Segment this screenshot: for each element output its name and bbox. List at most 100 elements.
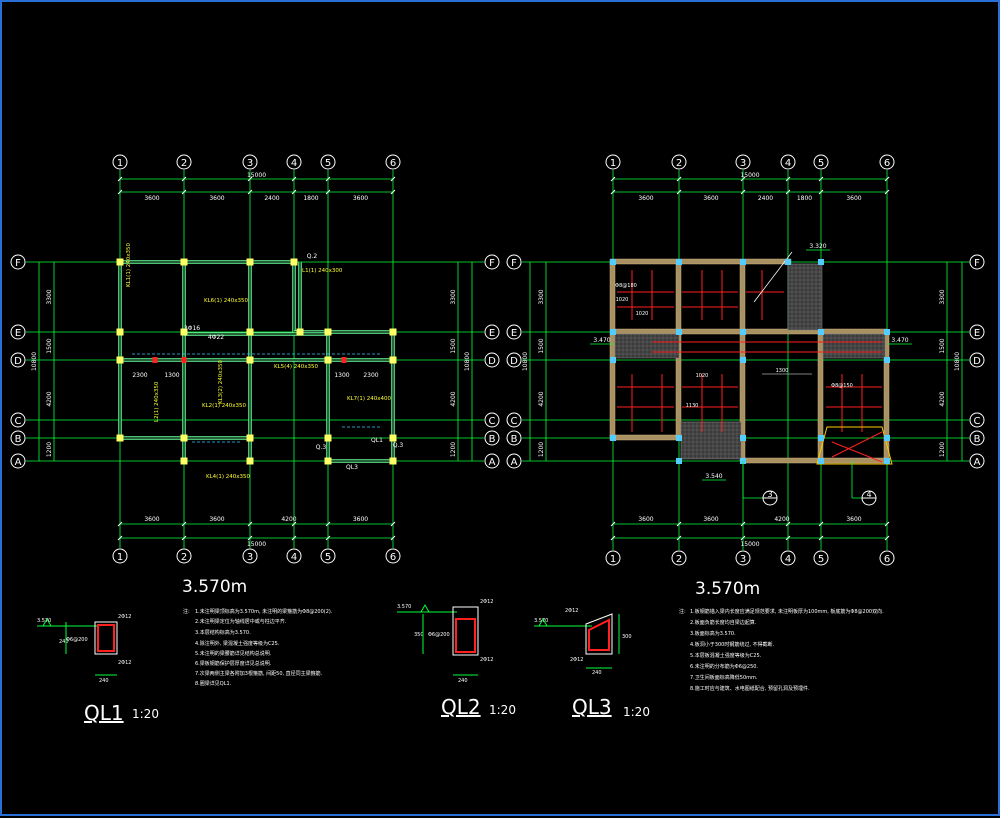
dim-side-right: 1500 [538, 338, 545, 353]
grid-bubble-label-left: F [489, 258, 495, 269]
slab-mesh [680, 421, 742, 460]
dim-side-total-left: 10800 [464, 352, 471, 371]
grid-bubble-label-right: 2 [676, 554, 682, 565]
ql3-level: 3.570 [534, 618, 548, 624]
slab-label: 1300 [776, 368, 789, 374]
beam-tag: KL3(2) 240x350 [218, 360, 224, 404]
column [740, 329, 746, 335]
column [116, 328, 124, 336]
notes-right-line-2: 2.板面负筋长度均自梁边起算. [690, 619, 757, 626]
dim-tick-left [247, 189, 253, 195]
dim-bottom-total-right: 15000 [740, 541, 759, 548]
level-mark: 3.540 [705, 473, 722, 480]
dim-bottom-left: 3600 [353, 516, 368, 523]
grid-bubble-label-right: 5 [818, 554, 824, 565]
plan-right-level: 3.570m [695, 579, 760, 599]
grid-bubble-left [10, 453, 26, 469]
slab-mesh-rect [787, 263, 823, 331]
ql1-bottom: 2Φ12 [118, 660, 131, 666]
grid-bubble-left [385, 548, 401, 564]
dim-bottom-right: 3600 [846, 516, 861, 523]
grid-bubble-left [484, 352, 500, 368]
grid-bubble-left [176, 154, 192, 170]
column [610, 357, 616, 363]
section-ql1: 3.570 2Φ12 2Φ12 Φ6@200 240 240 QL1 1:20 [37, 614, 159, 725]
section-ql3: 3.570 2Φ12 2Φ12 300 240 QL3 1:20 [534, 608, 650, 719]
ql3-w: 240 [592, 670, 602, 676]
ql1-h: 240 [59, 639, 69, 645]
grid-bubble-left [320, 548, 336, 564]
dim-tick-left [181, 176, 187, 182]
column [884, 357, 890, 363]
column [740, 435, 746, 441]
dim-tick-right [884, 189, 890, 195]
stair-rebar [831, 441, 883, 463]
column [740, 357, 746, 363]
column [676, 435, 682, 441]
ql2-bottom: 2Φ12 [480, 657, 493, 663]
notes-right-line-7: 7.卫生间板面标高降低50mm. [690, 674, 758, 681]
notes-right-line-6: 6.未注明的分布筋为Φ6@250. [690, 663, 758, 670]
dim-side-left: 1500 [46, 338, 53, 353]
grid-bubble-label-left: E [15, 328, 21, 339]
grid-bubble-label-left: A [489, 457, 496, 468]
grid-bubble-label-left: 6 [390, 552, 396, 563]
grid-bubble-right [969, 352, 985, 368]
column [676, 329, 682, 335]
hatched-wall [612, 328, 888, 335]
grid-bubble-label-right: A [974, 457, 981, 468]
column [389, 434, 397, 442]
hatched-wall [817, 331, 824, 462]
column [676, 259, 682, 265]
grid-bubble-label-left: E [489, 328, 495, 339]
grid-bubble-right [969, 254, 985, 270]
dim-side-left: 4200 [450, 391, 457, 406]
beam-tag: KL1(1) 240x350 [126, 243, 132, 287]
grid-bubble-label-right: 3 [740, 554, 746, 565]
dim-tick-left [181, 189, 187, 195]
stair-rebar [831, 431, 883, 458]
grid-bubble-right [969, 453, 985, 469]
dim-side-left: 1200 [450, 442, 457, 457]
column [246, 258, 254, 266]
grid-bubble-label-right: E [511, 328, 517, 339]
dim-side-left: 4200 [46, 391, 53, 406]
dim-tick-left [325, 176, 331, 182]
grid-bubble-left [242, 154, 258, 170]
grid-bubble-label-left: 1 [117, 158, 123, 169]
notes-left-line-6: 6.梁板钢筋保护层厚度详见总说明. [195, 660, 272, 667]
grid-bubble-left [484, 324, 500, 340]
grid-bubble-right [671, 550, 687, 566]
dim-tick-right [818, 521, 824, 527]
notes-right-head: 注: [679, 608, 686, 615]
column [610, 259, 616, 265]
grid-bubble-label-right: F [974, 258, 980, 269]
column [818, 329, 824, 335]
ql3-scale: 1:20 [623, 705, 650, 719]
slab-mesh-rect [680, 421, 742, 460]
grid-bubble-right [735, 550, 751, 566]
beam-tag: KL5(4) 240x350 [274, 364, 318, 370]
grid-bubble-right [780, 154, 796, 170]
level-mark: 3.320 [809, 243, 826, 250]
beam-tag: KL7(1) 240x400 [347, 396, 391, 402]
beam-tag: L1(1) 240x300 [302, 268, 343, 274]
dim-tick-left [291, 521, 297, 527]
grid-bubble-label-left: C [15, 416, 22, 427]
level-mark: 3.470 [891, 337, 908, 344]
notes-left-line-2: 2.未注明梁定位为轴线居中或与柱边平齐. [195, 618, 287, 625]
column [180, 457, 188, 465]
ql1-w: 240 [99, 678, 109, 684]
grid-bubble-right [969, 412, 985, 428]
grid-bubble-label-right: D [510, 356, 518, 367]
grid-bubble-label-right: C [511, 416, 518, 427]
dim-top-left: 1800 [303, 195, 318, 202]
grid-bubble-label-right: 6 [884, 554, 890, 565]
grid-bubble-left [286, 548, 302, 564]
notes-left: 注: 1.未注明梁顶标高为3.570m, 未注明的梁箍筋为Φ8@200(2). … [183, 608, 333, 687]
column [180, 434, 188, 442]
dim-top-total-right: 15000 [740, 172, 759, 179]
column [116, 258, 124, 266]
dim-tick-right [884, 535, 890, 541]
